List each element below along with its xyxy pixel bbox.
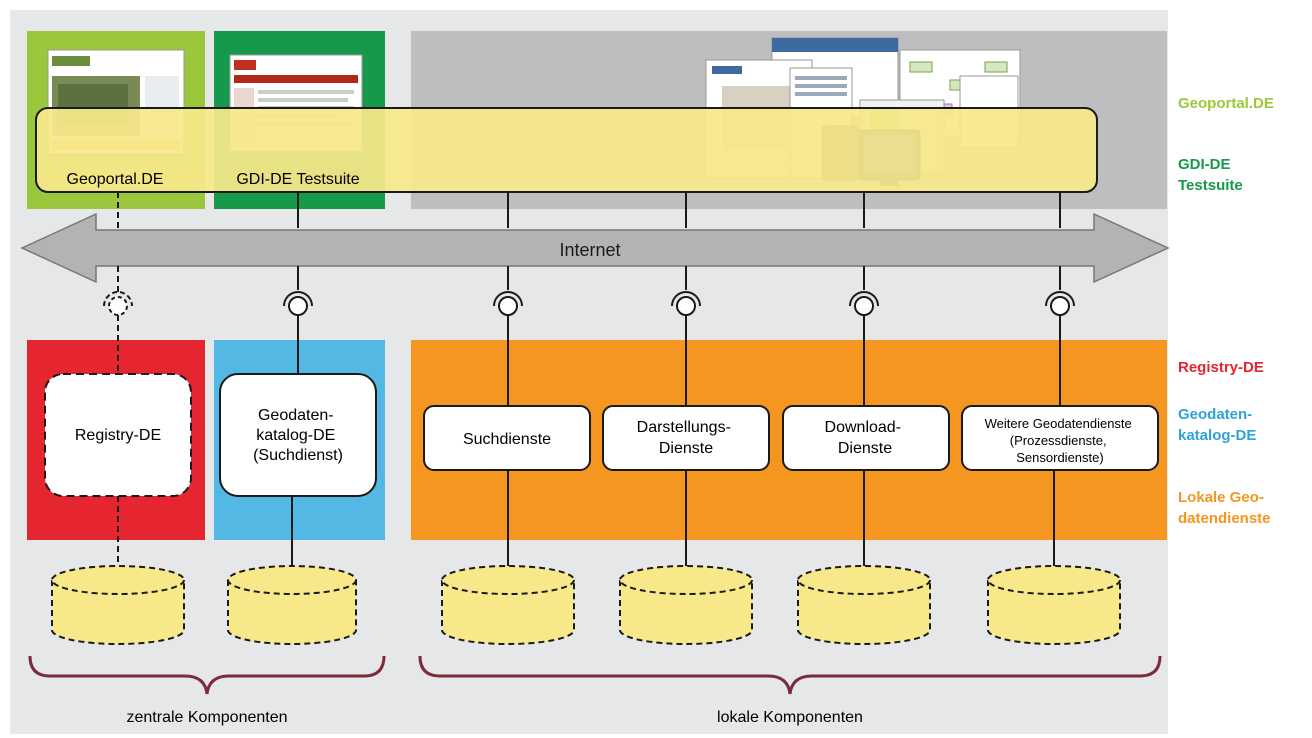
service-socket	[671, 291, 701, 307]
legend-testsuite: GDI-DE Testsuite	[1178, 154, 1312, 196]
weitere-dienste-box	[961, 405, 1159, 471]
downloaddienste-line: Dienste	[838, 440, 892, 457]
legend-local-line: datendienste	[1178, 510, 1271, 527]
internet-label: Internet	[559, 240, 620, 260]
service-interface	[676, 296, 696, 316]
service-socket	[849, 291, 879, 307]
catalog-interface	[288, 296, 308, 316]
service-interface	[854, 296, 874, 316]
weitere-dienste-database	[987, 565, 1121, 645]
weitere-dienste-line: Weitere Geodatendienste	[985, 416, 1132, 431]
registry-label: Registry-DE	[75, 427, 161, 444]
service-interface	[498, 296, 518, 316]
legend-testsuite-line: Testsuite	[1178, 177, 1243, 194]
central-group-label: zentrale Komponenten	[127, 709, 288, 726]
testsuite-client-label: GDI-DE Testsuite	[236, 171, 359, 188]
downloaddienste-label: Download- Dienste	[825, 419, 906, 457]
registry-interface	[108, 296, 128, 316]
downloaddienste-database	[797, 565, 931, 645]
legend-geoportal-line: Geoportal.DE	[1178, 95, 1274, 112]
local-brace	[418, 655, 1162, 695]
darstellungsdienste-label: Darstellungs- Dienste	[637, 419, 736, 457]
catalog-label-line: Geodaten-	[258, 407, 334, 424]
legend-catalog-line: Geodaten-	[1178, 406, 1253, 423]
catalog-socket	[283, 291, 313, 307]
service-socket	[1045, 291, 1075, 307]
legend-testsuite-line: GDI-DE	[1178, 156, 1231, 173]
downloaddienste-box	[782, 405, 950, 471]
legend-catalog: Geodaten- katalog-DE	[1178, 404, 1312, 446]
legend-catalog-line: katalog-DE	[1178, 427, 1257, 444]
registry-box	[44, 373, 192, 497]
darstellungsdienste-line: Dienste	[659, 440, 713, 457]
suchdienste-database	[441, 565, 575, 645]
legend-registry: Registry-DE	[1178, 357, 1312, 378]
catalog-box	[219, 373, 377, 497]
darstellungsdienste-database	[619, 565, 753, 645]
geoportal-client-label: Geoportal.DE	[67, 171, 164, 188]
catalog-label-line: (Suchdienst)	[253, 447, 343, 464]
client-bar	[35, 107, 1098, 193]
legend-local-line: Lokale Geo-	[1178, 489, 1264, 506]
registry-database	[51, 565, 185, 645]
catalog-label-line: katalog-DE	[256, 427, 335, 444]
legend-local: Lokale Geo- datendienste	[1178, 487, 1312, 529]
darstellungsdienste-line: Darstellungs-	[637, 419, 731, 436]
local-group-label: lokale Komponenten	[717, 709, 863, 726]
service-interface	[1050, 296, 1070, 316]
weitere-dienste-line: (Prozessdienste,	[1010, 433, 1107, 448]
weitere-dienste-label: Weitere Geodatendienste (Prozessdienste,…	[985, 416, 1136, 465]
catalog-database	[227, 565, 357, 645]
legend-registry-line: Registry-DE	[1178, 359, 1264, 376]
suchdienste-label: Suchdienste	[463, 431, 551, 448]
legend-geoportal: Geoportal.DE	[1178, 93, 1312, 114]
internet-arrow	[20, 212, 1170, 284]
downloaddienste-line: Download-	[825, 419, 901, 436]
service-socket	[493, 291, 523, 307]
darstellungsdienste-box	[602, 405, 770, 471]
catalog-label: Geodaten- katalog-DE (Suchdienst)	[253, 407, 343, 464]
weitere-dienste-line: Sensordienste)	[1016, 450, 1103, 465]
central-brace	[28, 655, 386, 695]
